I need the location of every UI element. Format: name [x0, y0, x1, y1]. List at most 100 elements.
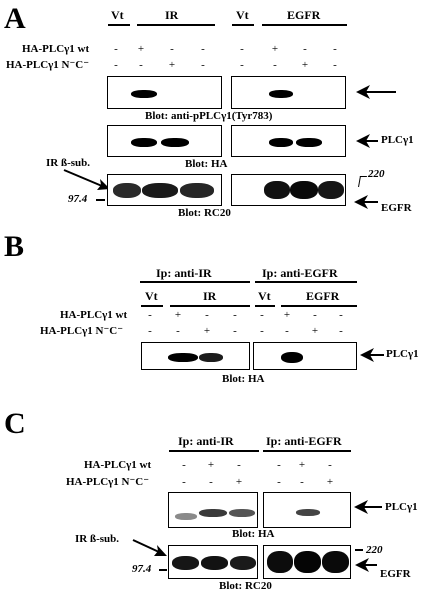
mw-220-a: 220 — [368, 168, 385, 180]
band — [322, 551, 349, 573]
lane-mark: - — [205, 309, 209, 321]
lane-mark: - — [148, 325, 152, 337]
lane-mark: + — [311, 325, 319, 337]
group-label-ir-b: IR — [203, 289, 217, 303]
lane-mark: - — [182, 476, 186, 488]
band — [296, 138, 322, 147]
ip-underline-egfr — [255, 281, 357, 283]
group-label-vt-b2: Vt — [258, 289, 271, 303]
mw-tick — [355, 549, 363, 551]
group-label-ir: IR — [165, 8, 179, 22]
group-label-vt-b1: Vt — [145, 289, 158, 303]
arrow-icon — [360, 348, 384, 362]
group-underline-ir — [137, 24, 215, 26]
band — [290, 181, 318, 199]
blot-c1-left — [168, 492, 258, 528]
label-egfr-c: EGFR — [380, 568, 411, 580]
band — [264, 181, 290, 199]
band — [318, 181, 344, 199]
band — [168, 353, 198, 362]
lane-mark: - — [201, 59, 205, 71]
row-label-nc: HA-PLCγ1 N⁻C⁻ — [6, 59, 90, 71]
blot-a3-left — [107, 174, 222, 206]
lane-mark: + — [326, 476, 334, 488]
blot-c1-right — [263, 492, 351, 528]
row-label-nc-c: HA-PLCγ1 N⁻C⁻ — [66, 476, 150, 488]
mw-974-c: 97.4 — [132, 563, 152, 575]
lane-mark: - — [300, 476, 304, 488]
arrow-icon — [63, 169, 110, 190]
label-ir-beta-a: IR ß-sub. — [46, 157, 91, 169]
row-label-nc-b: HA-PLCγ1 N⁻C⁻ — [40, 325, 124, 337]
blot-b-left — [141, 342, 250, 370]
band — [199, 509, 227, 517]
lane-mark: + — [137, 43, 145, 55]
lane-mark: - — [339, 309, 343, 321]
blot-a2-right — [231, 125, 346, 157]
band — [113, 183, 141, 198]
label-plc-a: PLCγ1 — [381, 134, 414, 146]
band — [131, 138, 157, 147]
arrow-icon — [354, 500, 382, 514]
label-ir-beta-c: IR ß-sub. — [75, 533, 120, 545]
blot-c2-left — [168, 545, 258, 579]
lane-mark: - — [339, 325, 343, 337]
mw-tick — [159, 569, 167, 571]
panel-c-letter: C — [4, 407, 26, 440]
lane-mark: + — [203, 325, 211, 337]
band — [269, 90, 293, 98]
lane-mark: - — [237, 459, 241, 471]
lane-mark: + — [301, 59, 309, 71]
blot-a3-caption: Blot: RC20 — [178, 207, 231, 219]
blot-c2-caption: Blot: RC20 — [219, 580, 272, 592]
lane-mark: - — [240, 59, 244, 71]
lane-mark: - — [303, 43, 307, 55]
blot-a3-right — [231, 174, 346, 206]
arrow-icon — [355, 558, 377, 572]
row-label-wt: HA-PLCγ1 wt — [22, 43, 90, 55]
lane-mark: - — [139, 59, 143, 71]
ip-underline-ir — [140, 281, 250, 283]
band — [267, 551, 293, 573]
blot-a2-left — [107, 125, 222, 157]
lane-mark: - — [170, 43, 174, 55]
band — [172, 556, 199, 570]
lane-mark: + — [207, 459, 215, 471]
group-underline-vt-b2 — [255, 305, 275, 307]
lane-mark: - — [277, 459, 281, 471]
arrow-icon — [132, 539, 167, 556]
panel-b-letter: B — [4, 230, 25, 263]
row-label-wt-c: HA-PLCγ1 wt — [84, 459, 152, 471]
lane-mark: - — [277, 476, 281, 488]
blot-c1-caption: Blot: HA — [232, 528, 275, 540]
lane-mark: - — [209, 476, 213, 488]
arrow-icon — [356, 85, 396, 99]
group-underline-egfr-b — [281, 305, 357, 307]
lane-mark: - — [285, 325, 289, 337]
ip-label-ir: Ip: anti-IR — [156, 266, 212, 280]
band — [161, 138, 189, 147]
group-label-egfr: EGFR — [287, 8, 321, 22]
band — [180, 183, 214, 198]
panel-a-letter: A — [4, 2, 26, 35]
lane-mark: - — [148, 309, 152, 321]
group-underline-vt-b1 — [141, 305, 163, 307]
blot-a2-caption: Blot: HA — [185, 158, 228, 170]
mw-220-c: 220 — [366, 544, 383, 556]
band — [199, 353, 223, 362]
band — [142, 183, 178, 198]
lane-mark: - — [328, 459, 332, 471]
lane-mark: - — [260, 309, 264, 321]
label-egfr-a: EGFR — [381, 202, 412, 214]
row-label-wt-b: HA-PLCγ1 wt — [60, 309, 128, 321]
lane-mark: - — [114, 59, 118, 71]
band — [175, 513, 197, 520]
ip-underline-ir-c — [169, 450, 259, 452]
lane-mark: + — [271, 43, 279, 55]
lane-mark: - — [313, 309, 317, 321]
band — [296, 509, 320, 516]
ip-label-egfr-c: Ip: anti-EGFR — [266, 434, 342, 448]
mw-tick — [96, 199, 105, 201]
lane-mark: - — [182, 459, 186, 471]
group-label-vt-1: Vt — [111, 8, 124, 22]
